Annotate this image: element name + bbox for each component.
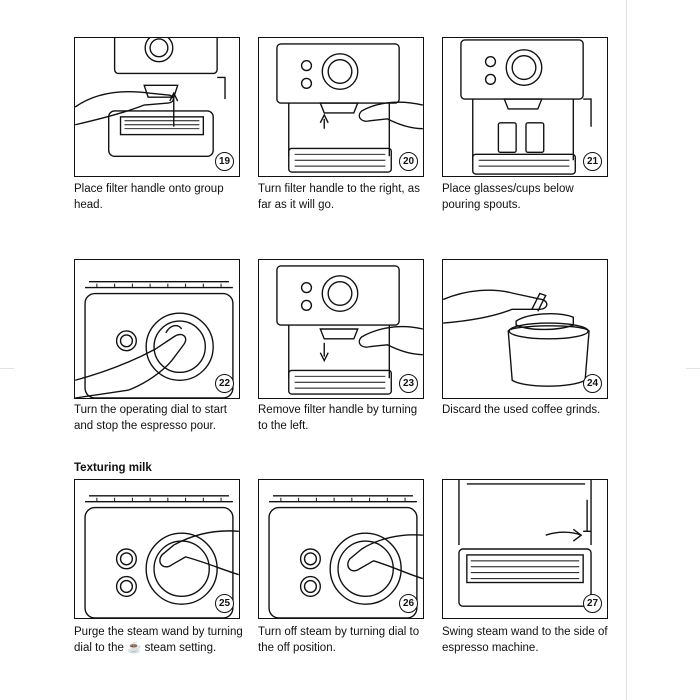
turn-off-steam-illustration <box>268 495 423 618</box>
filter-handle-onto-group-head-illustration <box>75 38 226 157</box>
step-number-badge: 26 <box>399 594 418 613</box>
page-divider-vertical <box>626 0 627 700</box>
turn-operating-dial-illustration <box>75 280 234 398</box>
step-caption-19: Place filter handle onto group head. <box>74 183 224 211</box>
step-number-badge: 27 <box>583 594 602 613</box>
step-number-badge: 20 <box>399 152 418 171</box>
step-caption-25: Purge the steam wand by turning dial to … <box>74 626 243 654</box>
page-divider-left-tick <box>0 368 14 369</box>
step-illustration-27: 27 <box>442 479 608 619</box>
step-illustration-20: 20 <box>258 37 424 177</box>
step-illustration-26: 26 <box>258 479 424 619</box>
step-illustration-24: 24 <box>442 259 608 399</box>
step-number-badge: 24 <box>583 374 602 393</box>
page-divider-right-tick <box>686 368 700 369</box>
step-number-badge: 21 <box>583 152 602 171</box>
step-number-badge: 25 <box>215 594 234 613</box>
swing-steam-wand-illustration <box>458 480 592 607</box>
step-illustration-25: 25 <box>74 479 240 619</box>
purge-steam-wand-illustration <box>84 495 239 618</box>
step-caption-20: Turn filter handle to the right, as far … <box>258 183 420 211</box>
step-caption-22: Turn the operating dial to start and sto… <box>74 404 227 432</box>
glasses-below-spouts-illustration <box>460 39 592 175</box>
discard-coffee-grinds-illustration <box>443 289 590 387</box>
step-caption-24: Discard the used coffee grinds. <box>442 404 601 416</box>
step-illustration-22: 22 <box>74 259 240 399</box>
step-illustration-19: 19 <box>74 37 240 177</box>
remove-filter-handle-illustration <box>276 265 423 395</box>
step-caption-21: Place glasses/cups below pouring spouts. <box>442 183 574 211</box>
step-number-badge: 23 <box>399 374 418 393</box>
step-caption-23: Remove filter handle by turning to the l… <box>258 404 418 432</box>
step-caption-26: Turn off steam by turning dial to the of… <box>258 626 420 654</box>
step-illustration-21: 21 <box>442 37 608 177</box>
turn-filter-handle-right-illustration <box>276 43 423 173</box>
section-heading-texturing-milk: Texturing milk <box>74 462 152 474</box>
step-number-badge: 22 <box>215 374 234 393</box>
step-caption-27: Swing steam wand to the side of espresso… <box>442 626 608 654</box>
step-illustration-23: 23 <box>258 259 424 399</box>
step-number-badge: 19 <box>215 152 234 171</box>
